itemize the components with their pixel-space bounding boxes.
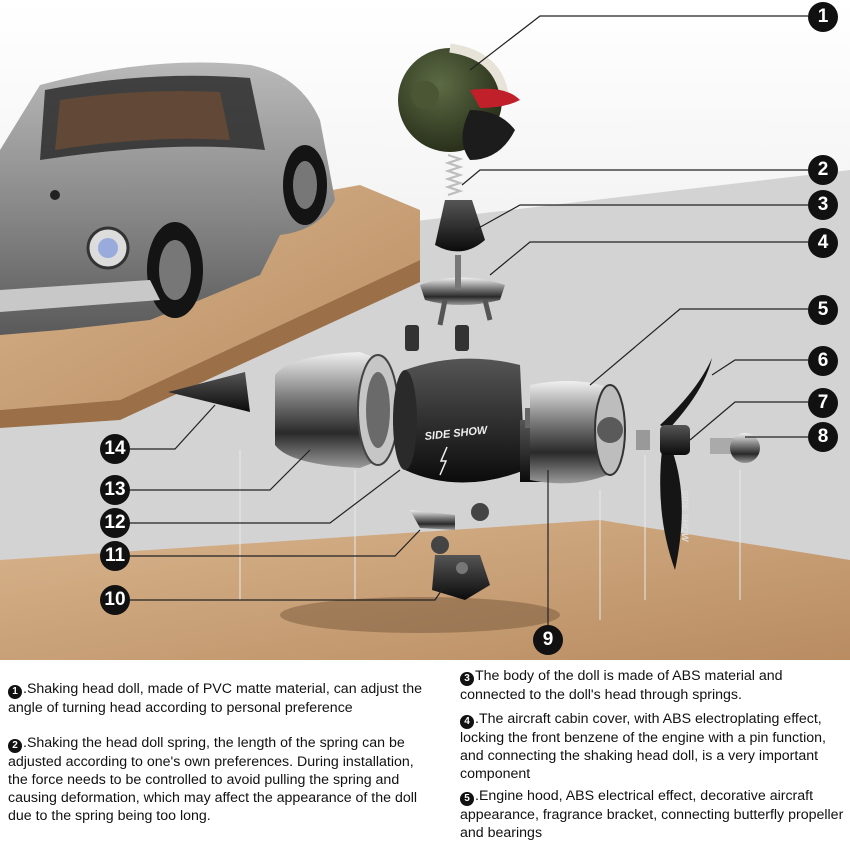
callout-7: 7 xyxy=(808,388,838,418)
engine-hood xyxy=(530,381,626,484)
caption-text: The body of the doll is made of ABS mate… xyxy=(460,668,783,703)
spring xyxy=(444,153,464,197)
caption-text: .Shaking the head doll spring, the lengt… xyxy=(8,735,418,824)
caption-2: 2.Shaking the head doll spring, the leng… xyxy=(8,734,418,825)
callout-2: 2 xyxy=(808,155,838,185)
engine-display-base xyxy=(0,520,850,660)
callout-lines xyxy=(118,15,808,625)
front-cylinder xyxy=(275,352,399,468)
callout-13: 13 xyxy=(100,475,130,505)
product-scene: SIDE SHOW SIDE SHOW xyxy=(0,0,850,660)
callout-1: 1 xyxy=(808,2,838,32)
caption-number-badge: 4 xyxy=(460,715,474,729)
callout-9: 9 xyxy=(533,625,563,655)
callout-6: 6 xyxy=(808,346,838,376)
model-car xyxy=(0,62,335,335)
shaking-head-doll xyxy=(398,43,520,160)
callout-10: 10 xyxy=(100,585,130,615)
engine-body: SIDE SHOW xyxy=(393,358,525,483)
nose-cone xyxy=(168,372,250,412)
caption-number-badge: 1 xyxy=(8,685,22,699)
propeller: SIDE SHOW xyxy=(636,358,712,570)
cabin-cover xyxy=(405,255,505,351)
parts-description: 1.Shaking head doll, made of PVC matte m… xyxy=(0,660,850,850)
callout-3: 3 xyxy=(808,190,838,220)
support-wires xyxy=(239,450,741,620)
svg-text:SIDE SHOW: SIDE SHOW xyxy=(680,490,690,543)
caption-5: 5.Engine hood, ABS electrical effect, de… xyxy=(460,787,845,842)
exploded-view-illustration: SIDE SHOW SIDE SHOW xyxy=(0,15,850,660)
shadow xyxy=(280,597,560,633)
callout-14: 14 xyxy=(100,434,130,464)
lower-bracket xyxy=(410,503,489,554)
caption-number-badge: 3 xyxy=(460,672,474,686)
callout-4: 4 xyxy=(808,228,838,258)
doll-body xyxy=(435,200,485,252)
caption-number-badge: 5 xyxy=(460,792,474,806)
base-clip xyxy=(432,555,490,600)
callout-12: 12 xyxy=(100,508,130,538)
callout-11: 11 xyxy=(100,541,130,571)
caption-1: 1.Shaking head doll, made of PVC matte m… xyxy=(8,680,428,717)
caption-number-badge: 2 xyxy=(8,739,22,753)
caption-text: .Shaking head doll, made of PVC matte ma… xyxy=(8,681,423,716)
caption-text: .Engine hood, ABS electrical effect, dec… xyxy=(460,788,844,841)
callout-5: 5 xyxy=(808,295,838,325)
caption-text: .The aircraft cabin cover, with ABS elec… xyxy=(460,711,826,782)
callout-8: 8 xyxy=(808,422,838,452)
spinner-cap xyxy=(710,433,760,463)
caption-4: 4.The aircraft cabin cover, with ABS ele… xyxy=(460,710,840,783)
